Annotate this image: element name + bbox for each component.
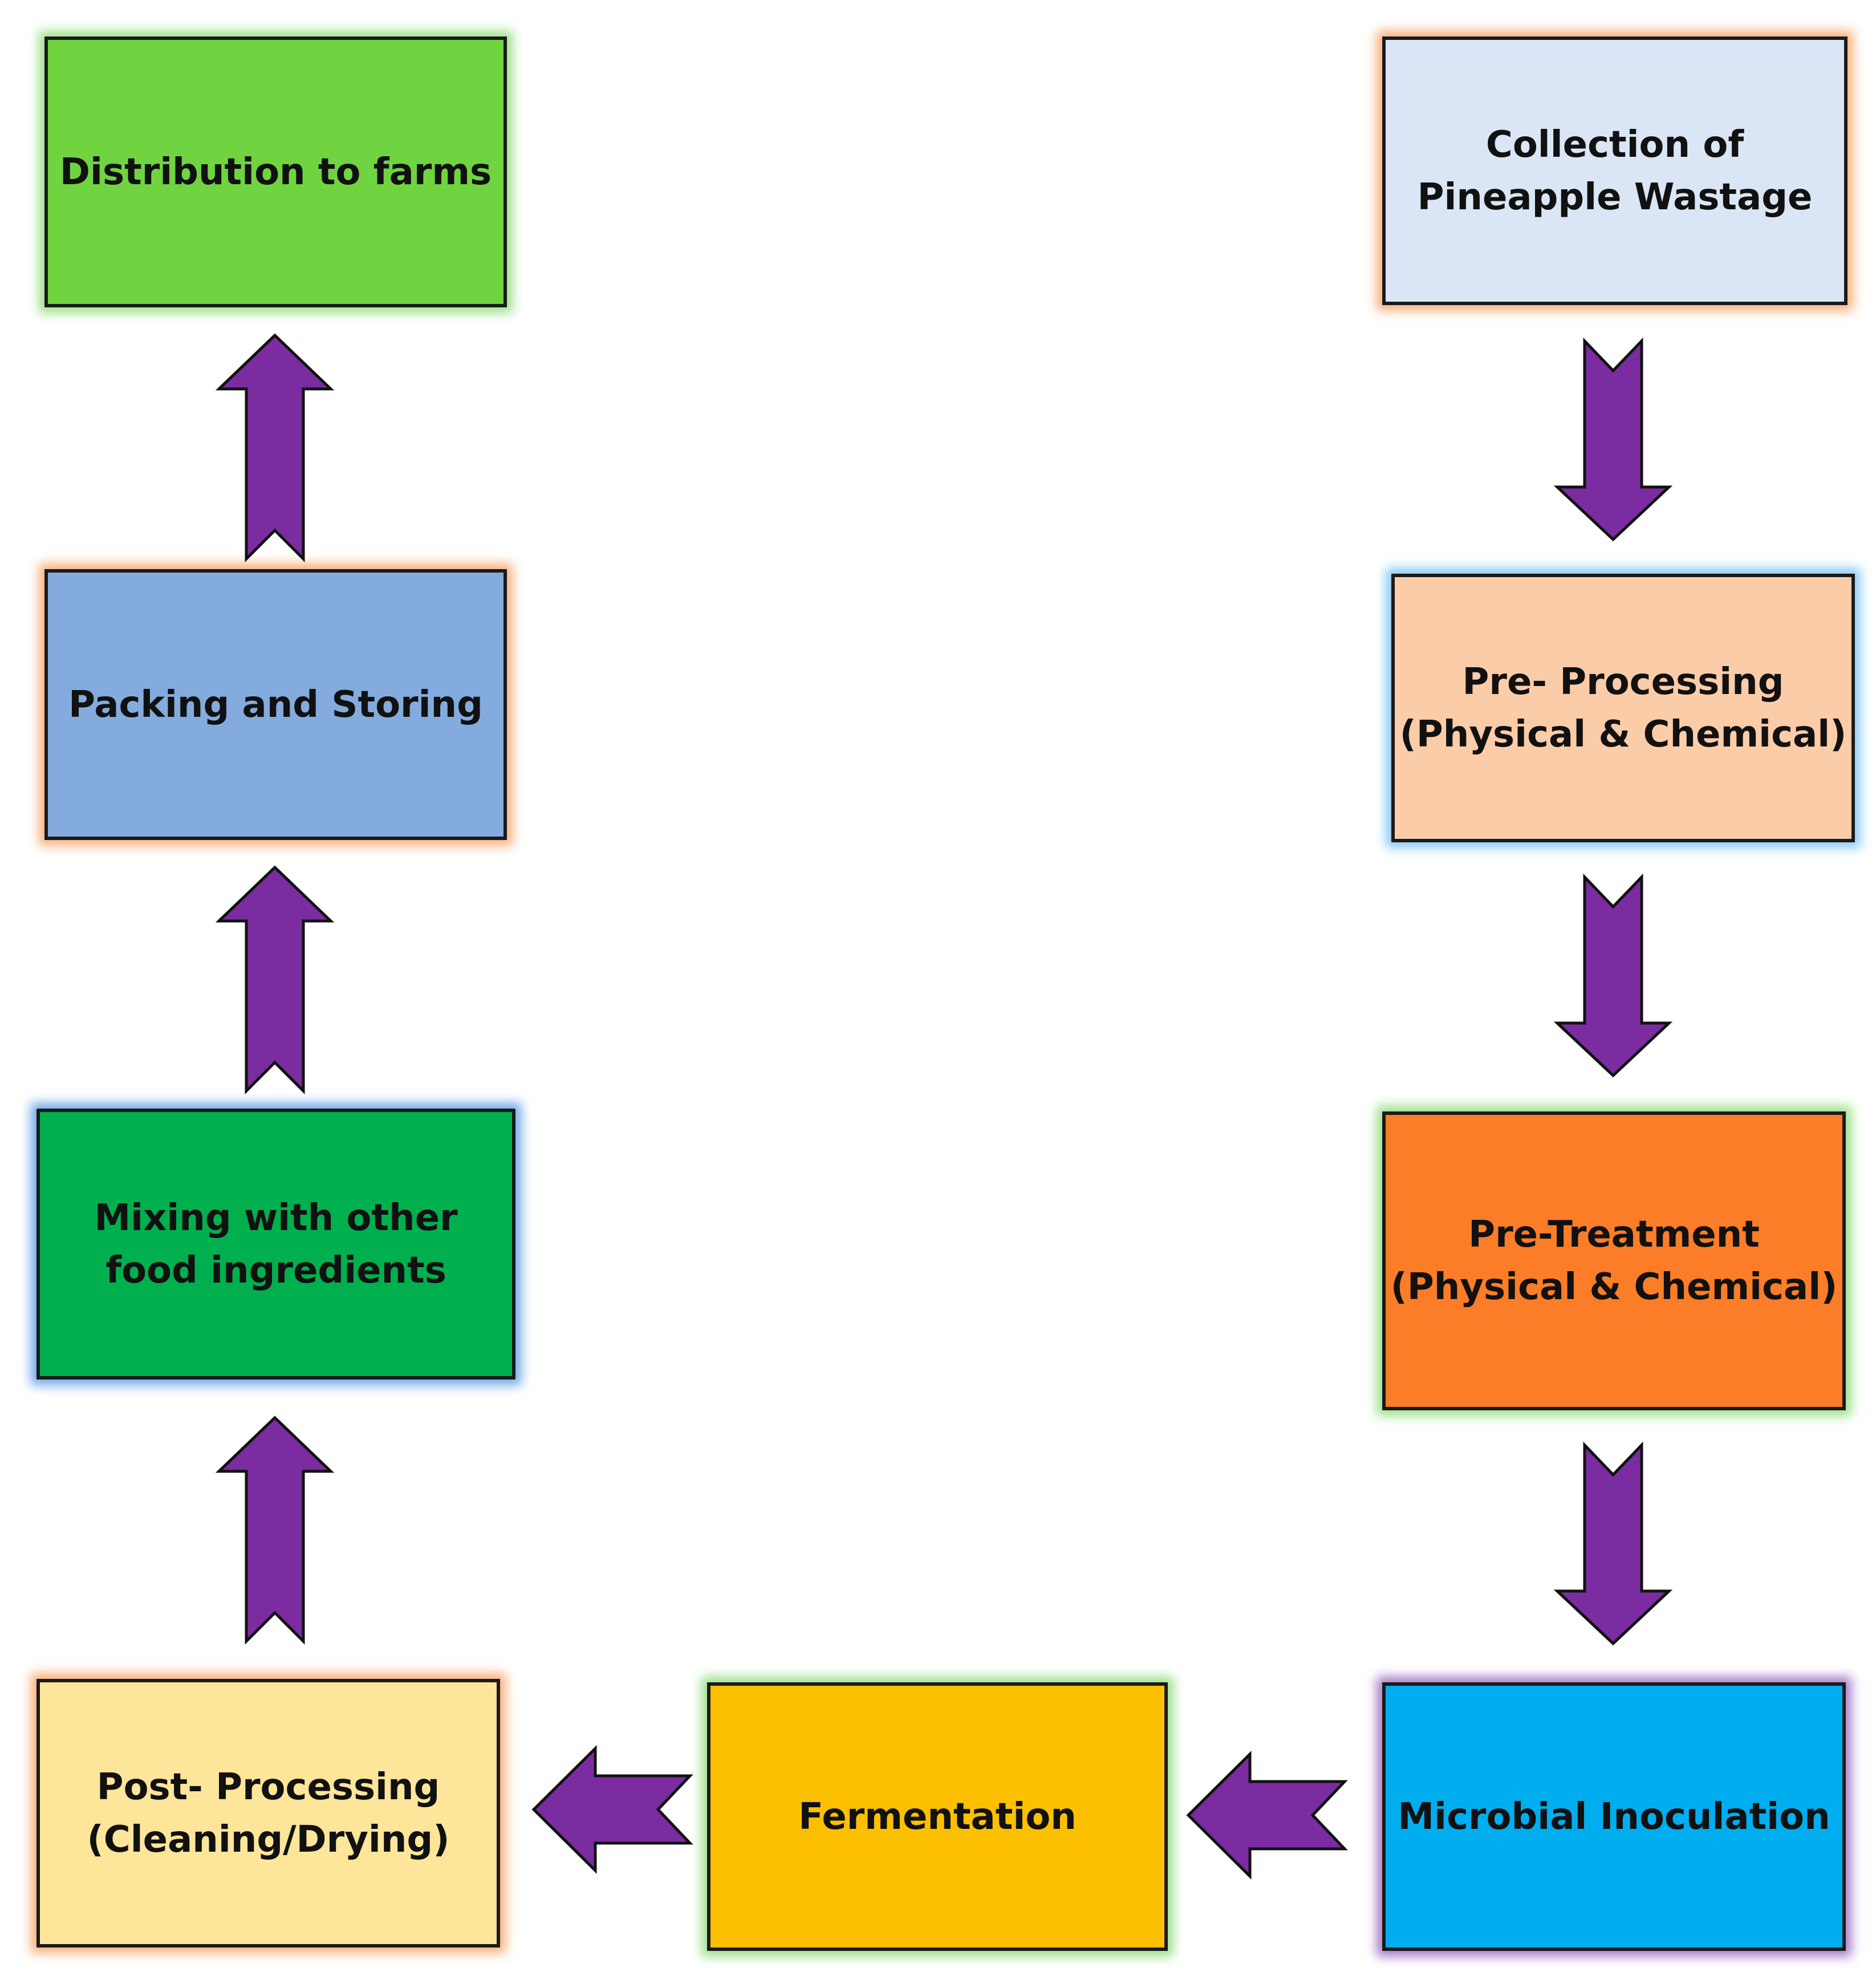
node-pre-processing-label: Pre- Processing (Physical & Chemical) [1399, 660, 1847, 756]
node-post-processing: Post- Processing (Cleaning/Drying) [36, 1679, 500, 1948]
arrow-shape [1186, 1751, 1348, 1880]
node-microbial-inoculation-label: Microbial Inoculation [1398, 1795, 1830, 1838]
node-fermentation: Fermentation [707, 1682, 1168, 1951]
arrow-shape [215, 333, 335, 563]
arrow-shape [1553, 873, 1673, 1078]
arrow-post-processing-to-mixing [215, 1415, 335, 1645]
node-packing: Packing and Storing [44, 569, 507, 840]
arrow-mixing-to-packing [215, 865, 335, 1095]
arrow-packing-to-distribution [215, 333, 335, 563]
node-fermentation-label: Fermentation [798, 1795, 1077, 1838]
arrow-fermentation-to-post-processing [531, 1745, 693, 1874]
arrow-pre-treatment-to-microbial-inoculation [1553, 1441, 1673, 1646]
node-pre-treatment-label: Pre-Treatment (Physical & Chemical) [1390, 1214, 1838, 1308]
arrow-collection-to-pre-processing [1553, 337, 1673, 542]
arrow-shape [1553, 337, 1673, 542]
node-distribution: Distribution to farms [44, 36, 507, 307]
node-mixing: Mixing with other food ingredients [36, 1109, 515, 1380]
arrow-shape [215, 865, 335, 1095]
node-pre-treatment: Pre-Treatment (Physical & Chemical) [1382, 1111, 1846, 1410]
node-microbial-inoculation: Microbial Inoculation [1382, 1682, 1846, 1951]
arrow-shape [215, 1415, 335, 1645]
arrow-microbial-inoculation-to-fermentation [1186, 1751, 1348, 1880]
arrow-pre-processing-to-pre-treatment [1553, 873, 1673, 1078]
node-pre-processing: Pre- Processing (Physical & Chemical) [1391, 574, 1855, 842]
node-collection-label: Collection of Pineapple Wastage [1417, 123, 1813, 218]
arrow-shape [1553, 1441, 1673, 1646]
node-distribution-label: Distribution to farms [59, 151, 492, 193]
node-post-processing-label: Post- Processing (Cleaning/Drying) [87, 1766, 450, 1861]
node-mixing-label: Mixing with other food ingredients [94, 1196, 458, 1292]
arrow-shape [531, 1745, 693, 1874]
node-packing-label: Packing and Storing [68, 683, 483, 726]
node-collection: Collection of Pineapple Wastage [1382, 36, 1847, 305]
